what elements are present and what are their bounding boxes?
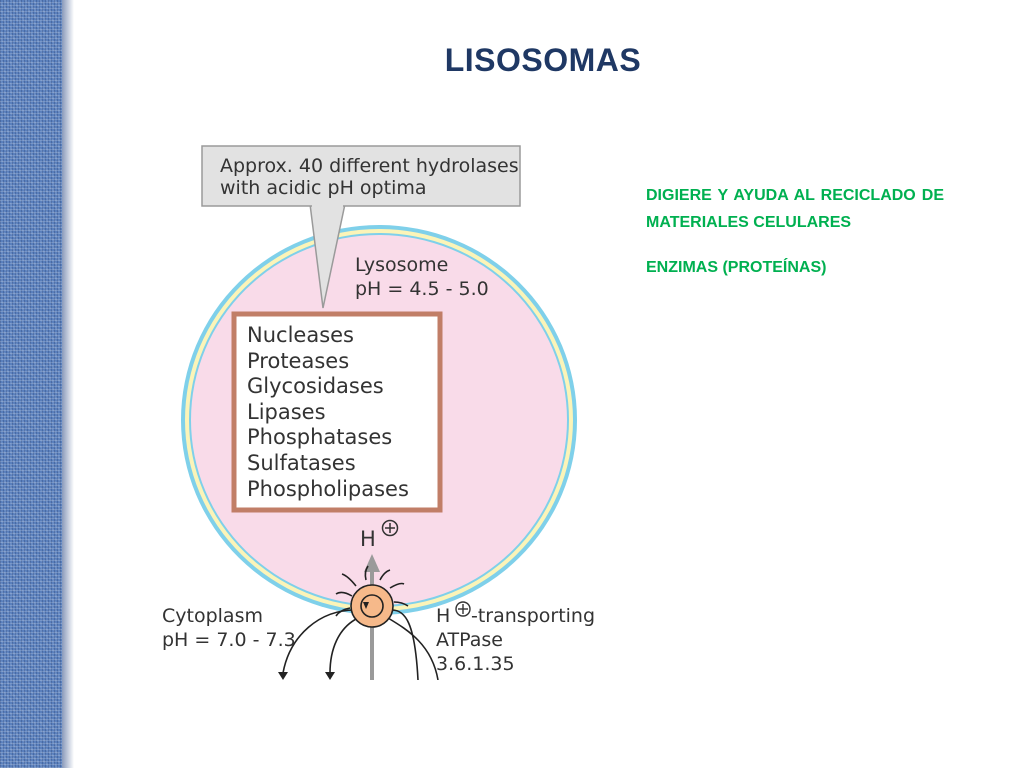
proton-label: H	[360, 527, 376, 551]
lysosome-ph-label: pH = 4.5 - 5.0	[355, 278, 489, 300]
pump-label-transporting: -transporting	[471, 605, 595, 627]
enzyme-item: Sulfatases	[247, 451, 356, 475]
cytoplasm-label: Cytoplasm	[162, 605, 263, 627]
enzyme-item: Proteases	[247, 349, 349, 373]
hydrolases-callout: Approx. 40 different hydrolases with aci…	[201, 145, 521, 309]
notes-paragraph-function: DIGIERE Y AYUDA AL RECICLADO DE MATERIAL…	[646, 187, 944, 231]
cytoplasm-ph-label: pH = 7.0 - 7.3	[162, 629, 296, 651]
pump-label-ec-number: 3.6.1.35	[436, 653, 515, 675]
pump-flow-arrows	[282, 609, 439, 680]
notes-spacer	[646, 236, 944, 254]
callout-line-1: Approx. 40 different hydrolases	[220, 155, 519, 177]
enzyme-item: Glycosidases	[247, 374, 384, 398]
slide-title: LISOSOMAS	[444, 42, 642, 78]
atpase-pump-icon	[335, 565, 409, 628]
notes-paragraph-enzymes: ENZIMAS (PROTEÍNAS)	[646, 259, 827, 276]
pump-label-proton: H	[436, 605, 450, 627]
enzyme-item: Phospholipases	[247, 477, 409, 501]
enzyme-item: Lipases	[247, 400, 326, 424]
enzyme-item: Phosphatases	[247, 425, 392, 449]
decorative-side-strip	[0, 0, 62, 768]
enzyme-list-box	[231, 311, 443, 513]
enzyme-item: Nucleases	[247, 323, 354, 347]
callout-line-2: with acidic pH optima	[220, 177, 427, 199]
positive-charge-icon	[381, 519, 399, 537]
lysosome-label: Lysosome	[355, 254, 448, 276]
side-strip-shadow	[62, 0, 74, 768]
pump-label-atpase: ATPase	[436, 629, 503, 651]
positive-charge-icon	[455, 601, 471, 617]
slide-notes: DIGIERE Y AYUDA AL RECICLADO DE MATERIAL…	[646, 182, 944, 281]
lysosome-diagram: Approx. 40 different hydrolases with aci…	[150, 140, 610, 680]
